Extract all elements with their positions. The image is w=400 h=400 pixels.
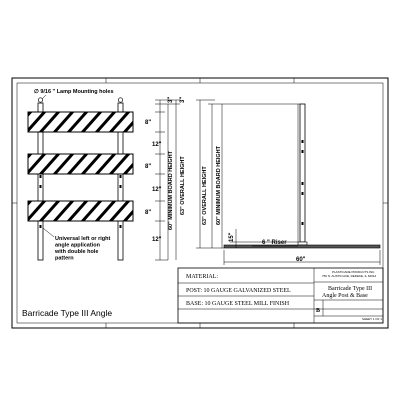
dim-side-overall: 63" OVERALL HEIGHT xyxy=(202,166,208,225)
side-base xyxy=(223,244,381,249)
dim-front-bottom: 12" xyxy=(152,237,162,243)
dim-side-base: 60" xyxy=(296,257,306,263)
side-post xyxy=(299,103,306,243)
side-dim-lines xyxy=(196,99,381,265)
barricade-board-1 xyxy=(27,111,134,133)
post-hole-marks xyxy=(39,175,122,228)
front-view: ∅ 9/16 " Lamp Mounting holes Universal l… xyxy=(27,88,186,262)
base-material: BASE: 10 GAUGE STEEL MILL FINISH xyxy=(186,301,290,307)
part-title-line1: Barricade Type III xyxy=(328,286,372,292)
dim-side-min-board: 60" MINIMUM BOARD HEIGHT xyxy=(216,145,222,225)
title-block: MATERIAL: POST: 10 GAUGE GALVANIZED STEE… xyxy=(177,267,384,324)
barricade-board-2 xyxy=(27,153,134,175)
svg-text:angle application: angle application xyxy=(55,243,101,249)
dim-front-top: 3" xyxy=(168,97,174,103)
dim-front-min-board: 60" MINIMUM BOARD HEIGHT xyxy=(168,150,174,230)
lamp-hole-right xyxy=(117,97,124,103)
dim-side-foot: 15" xyxy=(229,232,235,242)
svg-text:with double hole: with double hole xyxy=(54,249,98,255)
sheet-number: SHEET 1 OF 1 xyxy=(362,317,382,321)
drawing-title: Barricade Type III Angle xyxy=(22,308,112,318)
dim-front-overall: 63" OVERALL HEIGHT xyxy=(180,156,186,215)
lamp-holes-note: ∅ 9/16 " Lamp Mounting holes xyxy=(34,88,114,95)
dim-front-space1: 12" xyxy=(152,142,162,148)
company-name: PLASTICADE PRODUCTS INC. xyxy=(332,270,375,274)
universal-note: Universal left or right angle applicatio… xyxy=(54,236,110,262)
dim-side-top: 3" xyxy=(180,97,186,103)
universal-note-leader xyxy=(42,227,55,238)
sheet-size: B xyxy=(316,308,320,314)
zone-ticks xyxy=(12,78,388,328)
dim-front-space2: 12" xyxy=(152,187,162,193)
svg-text:Universal left or right: Universal left or right xyxy=(55,236,110,242)
dim-front-gap1: 8" xyxy=(145,120,151,126)
company-address: 750 N. AUSTIN AVE, DEDEKE, IL 62014 xyxy=(322,274,377,278)
dim-front-gap2: 8" xyxy=(145,164,151,170)
svg-text:pattern: pattern xyxy=(55,256,74,262)
front-dim-lines xyxy=(155,99,180,261)
material-label: MATERIAL: xyxy=(186,274,218,280)
lamp-hole-left xyxy=(37,97,44,103)
lamp-note-leader xyxy=(41,94,47,100)
left-post xyxy=(37,102,44,261)
side-riser xyxy=(297,241,308,246)
side-view: 3" 63" OVERALL HEIGHT 60" MINIMUM BOARD … xyxy=(180,97,381,265)
dim-front-gap3: 8" xyxy=(145,210,151,216)
right-post xyxy=(117,102,124,261)
part-title-line2: Angle Post & Base xyxy=(322,293,368,299)
side-post-hole-marks xyxy=(301,140,304,225)
post-material: POST: 10 GAUGE GALVANIZED STEEL xyxy=(186,288,291,294)
barricade-board-3 xyxy=(27,200,134,222)
dim-side-riser: 6 " Riser xyxy=(262,240,287,246)
